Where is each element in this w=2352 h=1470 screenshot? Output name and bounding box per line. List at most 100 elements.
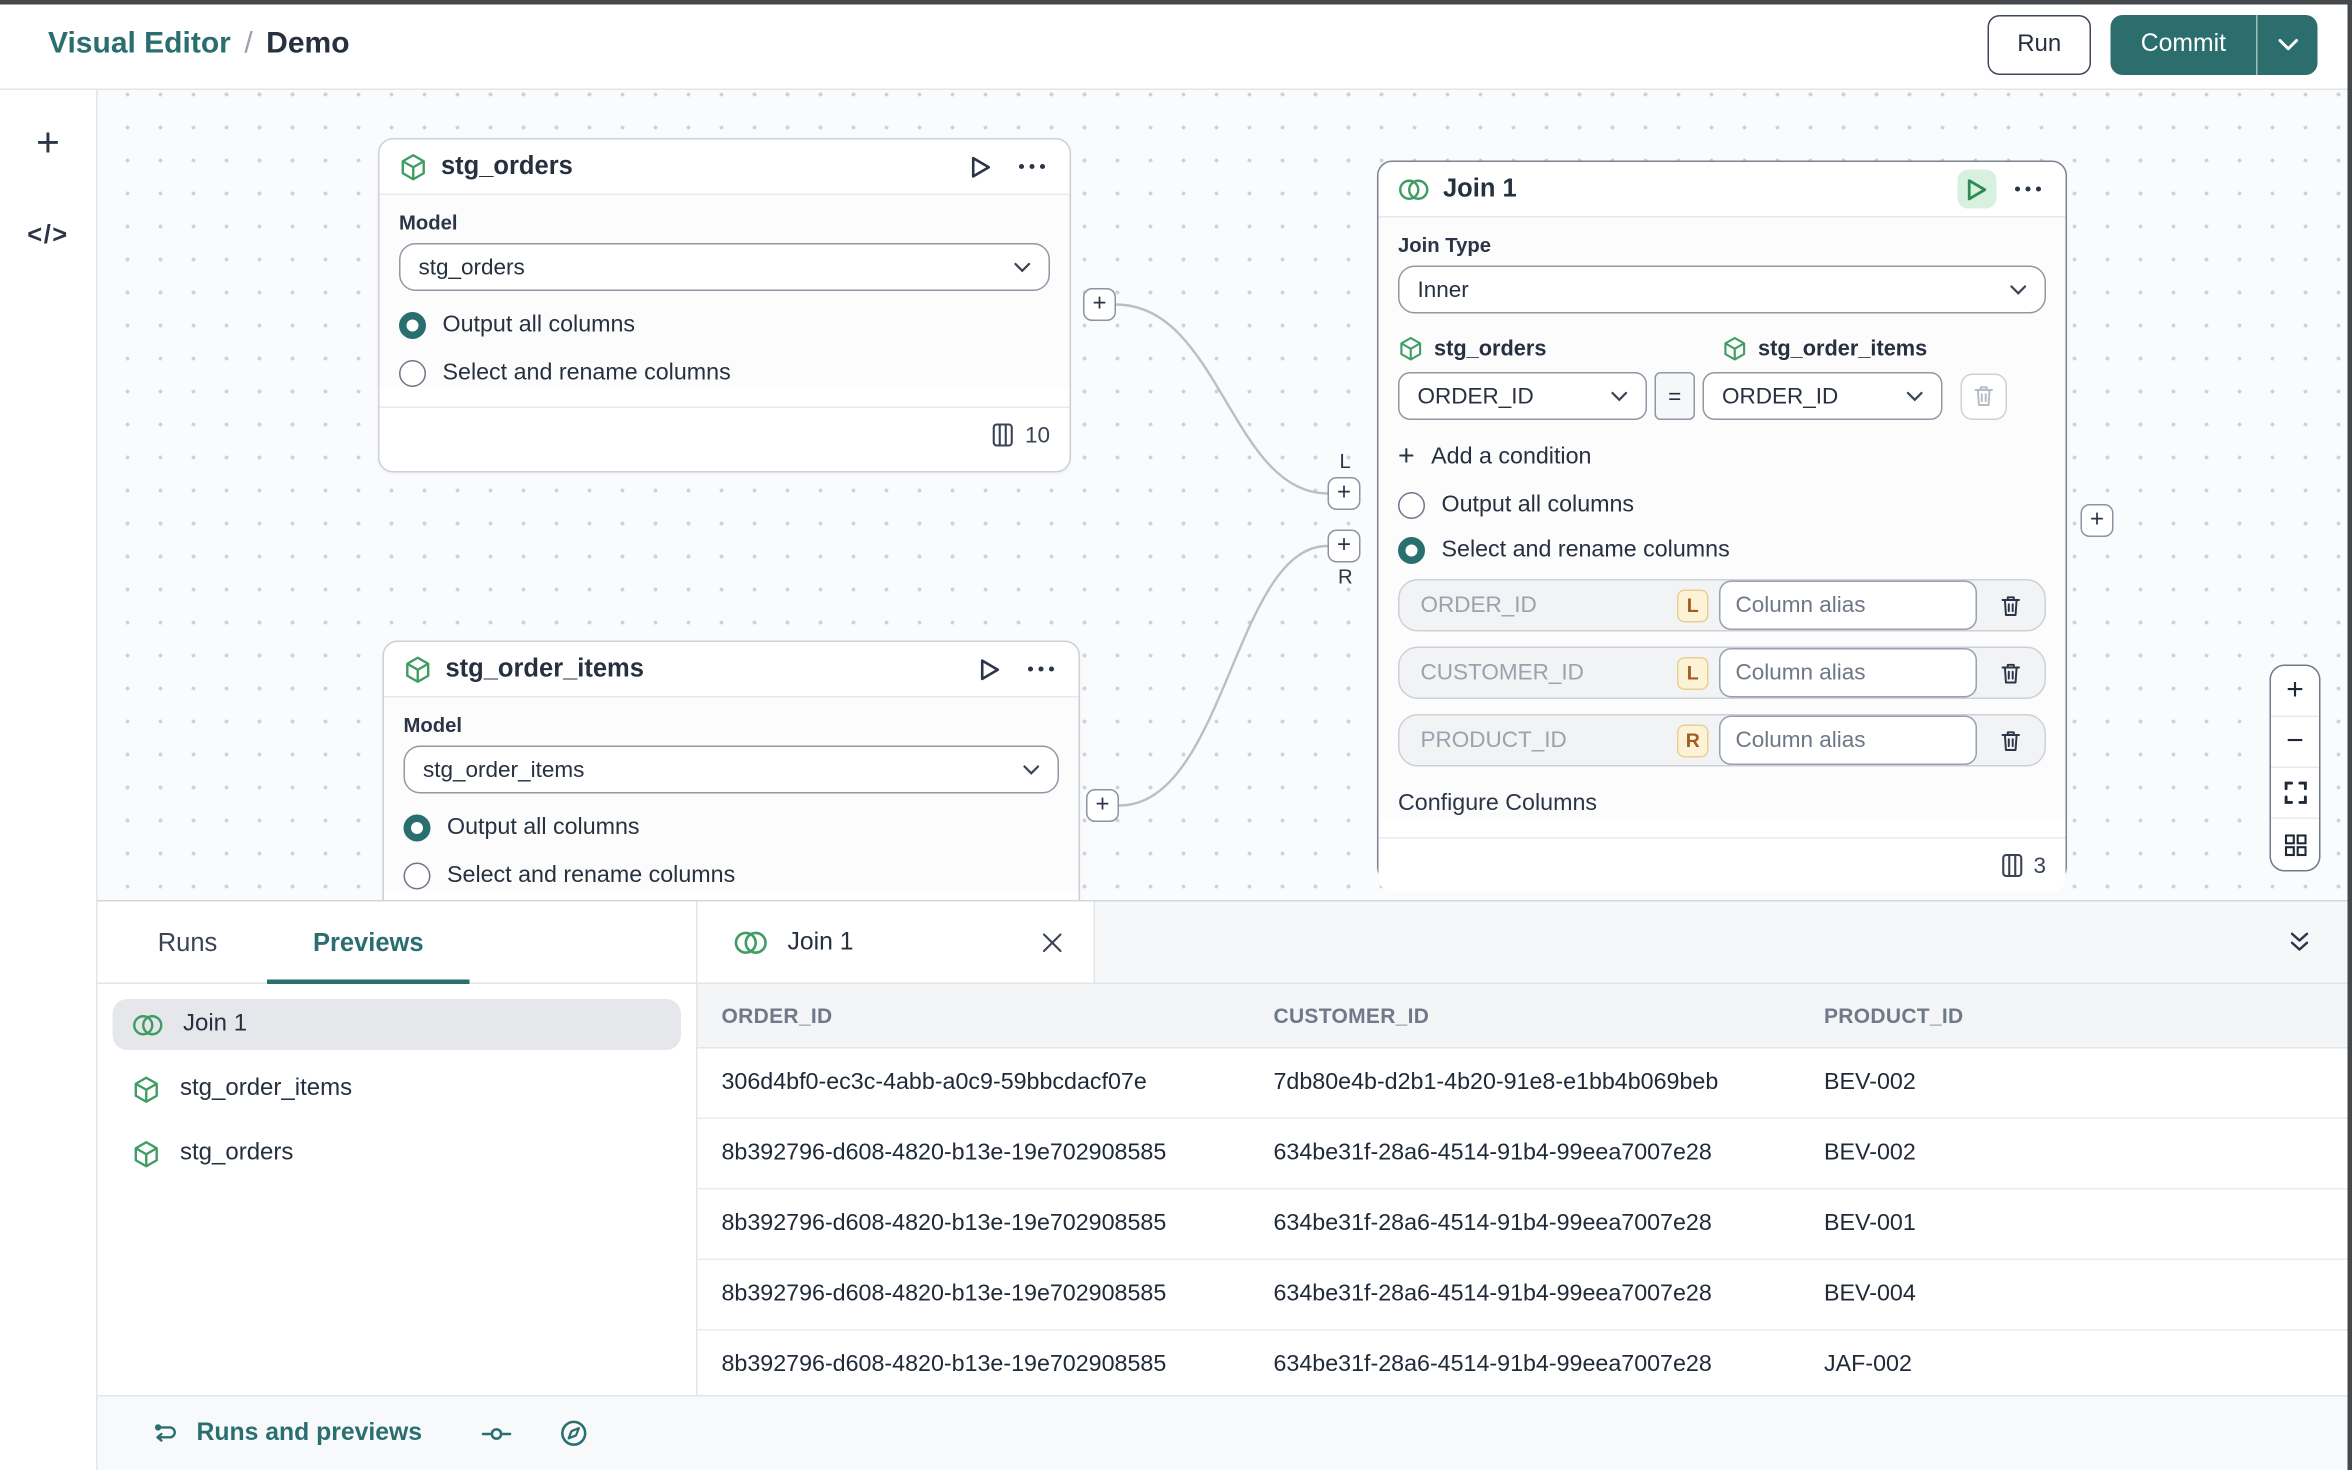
delete-column-button[interactable] [1977, 716, 2045, 766]
play-icon [980, 658, 1000, 680]
configure-columns-link[interactable]: Configure Columns [1398, 790, 1598, 817]
model-select[interactable]: stg_order_items [403, 745, 1059, 794]
column-alias-input[interactable] [1719, 580, 1977, 630]
window-edge-top [0, 0, 2352, 5]
column-alias-input[interactable] [1719, 715, 1977, 765]
breadcrumb-app[interactable]: Visual Editor [48, 27, 231, 60]
join-type-select[interactable]: Inner [1398, 265, 2046, 314]
run-node-button[interactable] [1957, 169, 1997, 209]
column-header: ORDER_ID [721, 1003, 833, 1028]
delete-condition-button[interactable] [1960, 372, 2007, 420]
trash-icon [2001, 663, 2020, 683]
right-key-select[interactable]: ORDER_ID [1702, 372, 1943, 420]
fit-view-button[interactable] [2271, 768, 2319, 819]
radio-unselected [403, 862, 431, 890]
run-node-button[interactable] [962, 147, 1001, 186]
collapse-panel-button[interactable] [2289, 902, 2310, 983]
join-icon [734, 930, 767, 954]
fullscreen-icon [2283, 781, 2307, 804]
list-item-stg-order-items[interactable]: stg_order_items [113, 1064, 682, 1115]
pipeline-canvas[interactable]: stg_orders Model stg_orders Output all c… [97, 90, 2352, 900]
output-handle-stg-orders[interactable]: + [1083, 288, 1116, 321]
connection-wires [1115, 303, 1328, 807]
tab-previews[interactable]: Previews [312, 927, 424, 957]
join-condition-row: ORDER_ID = ORDER_ID [1398, 372, 2046, 420]
column-name: CUSTOMER_ID [1420, 660, 1584, 686]
tab-runs[interactable]: Runs [157, 927, 218, 957]
model-cube-icon [134, 1140, 158, 1167]
node-body: Model stg_orders Output all columns Sele… [379, 195, 1070, 387]
commit-divider [2256, 14, 2258, 75]
canvas-toolbar: + </> [0, 90, 98, 1470]
model-select[interactable]: stg_orders [399, 243, 1050, 291]
select-rename-columns-radio[interactable]: Select and rename columns [1398, 537, 2046, 564]
run-button[interactable]: Run [1987, 14, 2092, 75]
select-rename-columns-radio[interactable]: Select and rename columns [399, 360, 1050, 387]
table-row: 8b392796-d608-4820-b13e-19e702908585 634… [697, 1189, 2352, 1260]
output-all-columns-radio[interactable]: Output all columns [399, 312, 1050, 339]
add-node-button[interactable]: + [36, 119, 60, 165]
run-node-button[interactable] [971, 650, 1010, 689]
node-menu-button[interactable] [2010, 171, 2046, 207]
node-join-1[interactable]: Join 1 Join Type Inner stg_orders [1377, 160, 2067, 893]
right-input-handle-join[interactable]: + [1327, 529, 1361, 563]
columns-icon [2001, 853, 2022, 878]
output-handle-stg-order-items[interactable]: + [1086, 789, 1119, 822]
play-icon [971, 156, 991, 177]
compass-button[interactable] [560, 1419, 589, 1448]
commit-node-button[interactable] [482, 1424, 512, 1442]
node-title: Join 1 [1443, 174, 1517, 203]
trash-icon [2001, 730, 2020, 751]
list-item-stg-orders[interactable]: stg_orders [113, 1128, 682, 1179]
breadcrumb-separator: / [244, 27, 253, 60]
table-row: 306d4bf0-ec3c-4abb-a0c9-59bbcdacf07e 7db… [697, 1048, 2352, 1119]
column-name: ORDER_ID [1420, 592, 1537, 619]
node-body: Join Type Inner stg_orders stg_order_ite… [1378, 217, 2066, 818]
list-item-join-1[interactable]: Join 1 [112, 999, 681, 1050]
breadcrumb-page: Demo [266, 27, 350, 60]
code-view-button[interactable]: </> [27, 220, 69, 250]
node-menu-button[interactable] [1023, 651, 1059, 687]
select-rename-columns-radio[interactable]: Select and rename columns [403, 862, 1060, 890]
add-condition-button[interactable]: + Add a condition [1398, 441, 1592, 473]
join-icon [133, 1014, 163, 1035]
column-count: 10 [1024, 422, 1050, 448]
table-header-row: ORDER_ID CUSTOMER_ID PRODUCT_ID [697, 984, 2352, 1049]
ellipsis-icon [1027, 666, 1055, 672]
output-all-columns-radio[interactable]: Output all columns [403, 814, 1060, 842]
runs-and-previews-toggle[interactable]: Runs and previews [152, 1419, 422, 1448]
panel-tabs: Runs Previews [97, 902, 696, 984]
output-handle-join[interactable]: + [2080, 504, 2114, 537]
preview-tab-strip: Join 1 [697, 901, 2352, 984]
node-stg-orders[interactable]: stg_orders Model stg_orders Output all c… [378, 138, 1071, 473]
chevron-down-icon [1023, 764, 1040, 775]
side-badge: R [1677, 723, 1709, 757]
node-stg-order-items[interactable]: stg_order_items Model stg_order_items Ou… [382, 640, 1080, 900]
chevron-down-icon [1014, 262, 1031, 272]
delete-column-button[interactable] [1977, 581, 2045, 631]
left-key-select[interactable]: ORDER_ID [1398, 372, 1647, 420]
layout-button[interactable] [2271, 819, 2319, 870]
double-chevron-down-icon [2290, 932, 2309, 951]
commit-button[interactable]: Commit [2140, 30, 2226, 57]
output-all-columns-radio[interactable]: Output all columns [1398, 492, 2046, 519]
commit-dropdown-button[interactable] [2258, 14, 2318, 74]
join-type-value: Inner [1417, 276, 1469, 303]
left-input-handle-join[interactable]: + [1327, 477, 1361, 510]
git-node-icon [482, 1427, 512, 1440]
window-edge-right [2347, 0, 2352, 1470]
previews-list: Join 1 stg_order_items stg_orders [98, 984, 697, 1179]
zoom-out-button[interactable]: − [2271, 717, 2319, 768]
column-alias-input[interactable] [1719, 648, 1977, 698]
zoom-in-button[interactable]: + [2271, 666, 2319, 717]
model-cube-icon [401, 153, 425, 180]
model-cube-icon [134, 1075, 158, 1103]
join-icon [1399, 178, 1429, 200]
preview-tab-join-1[interactable]: Join 1 [697, 901, 1095, 983]
top-bar: Visual Editor / Demo Run Commit [0, 0, 2352, 90]
node-menu-button[interactable] [1014, 149, 1050, 185]
alias-row-customer-id: CUSTOMER_ID L [1398, 646, 2046, 699]
close-preview-button[interactable] [1034, 924, 1070, 960]
delete-column-button[interactable] [1977, 648, 2045, 698]
